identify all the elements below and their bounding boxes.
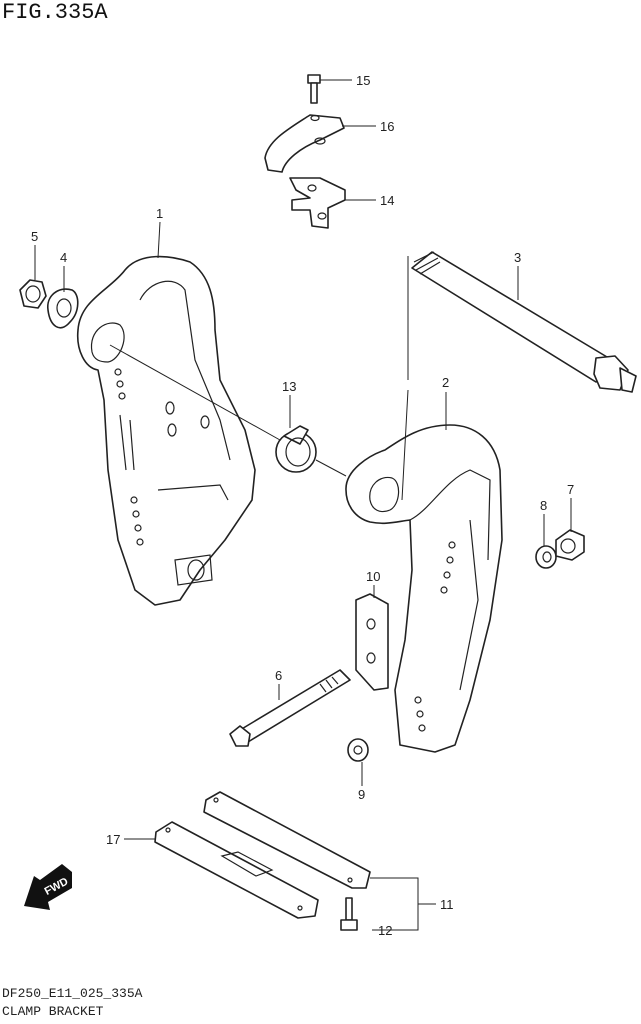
- part-8-washer[interactable]: [535, 545, 557, 569]
- part-5-nut[interactable]: [19, 279, 47, 309]
- callout-12: 12: [378, 923, 392, 938]
- part-7-nut[interactable]: [555, 529, 585, 561]
- callout-8: 8: [540, 498, 547, 513]
- callout-10: 10: [366, 569, 380, 584]
- part-12-bolt[interactable]: [340, 897, 358, 931]
- figure-title: FIG.335A: [2, 0, 108, 25]
- leader-lines: [34, 79, 572, 931]
- part-9-washer[interactable]: [347, 738, 369, 762]
- part-14-plate[interactable]: [289, 177, 346, 229]
- callout-11: 11: [440, 897, 454, 912]
- callout-14: 14: [380, 193, 394, 208]
- callout-1: 1: [156, 206, 163, 221]
- part-17-spacer[interactable]: [154, 821, 319, 919]
- part-16-cover[interactable]: [264, 114, 345, 173]
- part-3-tilt-shaft[interactable]: [411, 251, 637, 393]
- part-2-clamp-bracket[interactable]: [345, 424, 503, 753]
- assembly-line: [401, 256, 409, 501]
- callout-2: 2: [442, 375, 449, 390]
- callout-7: 7: [567, 482, 574, 497]
- callout-9: 9: [358, 787, 365, 802]
- callout-17: 17: [106, 832, 120, 847]
- callout-3: 3: [514, 250, 521, 265]
- part-10-plate[interactable]: [355, 593, 389, 691]
- drawing-caption: CLAMP BRACKET: [2, 1004, 104, 1019]
- fwd-arrow-icon: FWD: [24, 864, 72, 910]
- part-15-bolt[interactable]: [307, 74, 321, 104]
- callout-6: 6: [275, 668, 282, 683]
- callout-15: 15: [356, 73, 370, 88]
- part-11-spacer[interactable]: [203, 791, 371, 889]
- callout-13: 13: [282, 379, 296, 394]
- part-1-clamp-bracket[interactable]: [76, 255, 256, 606]
- part-6-bolt[interactable]: [229, 669, 351, 747]
- callout-4: 4: [60, 250, 67, 265]
- callout-5: 5: [31, 229, 38, 244]
- assembly-line: [109, 344, 347, 477]
- callout-16: 16: [380, 119, 394, 134]
- drawing-code: DF250_E11_025_335A: [2, 986, 143, 1001]
- part-4-washer[interactable]: [47, 288, 79, 329]
- part-13-bushing[interactable]: [275, 425, 317, 473]
